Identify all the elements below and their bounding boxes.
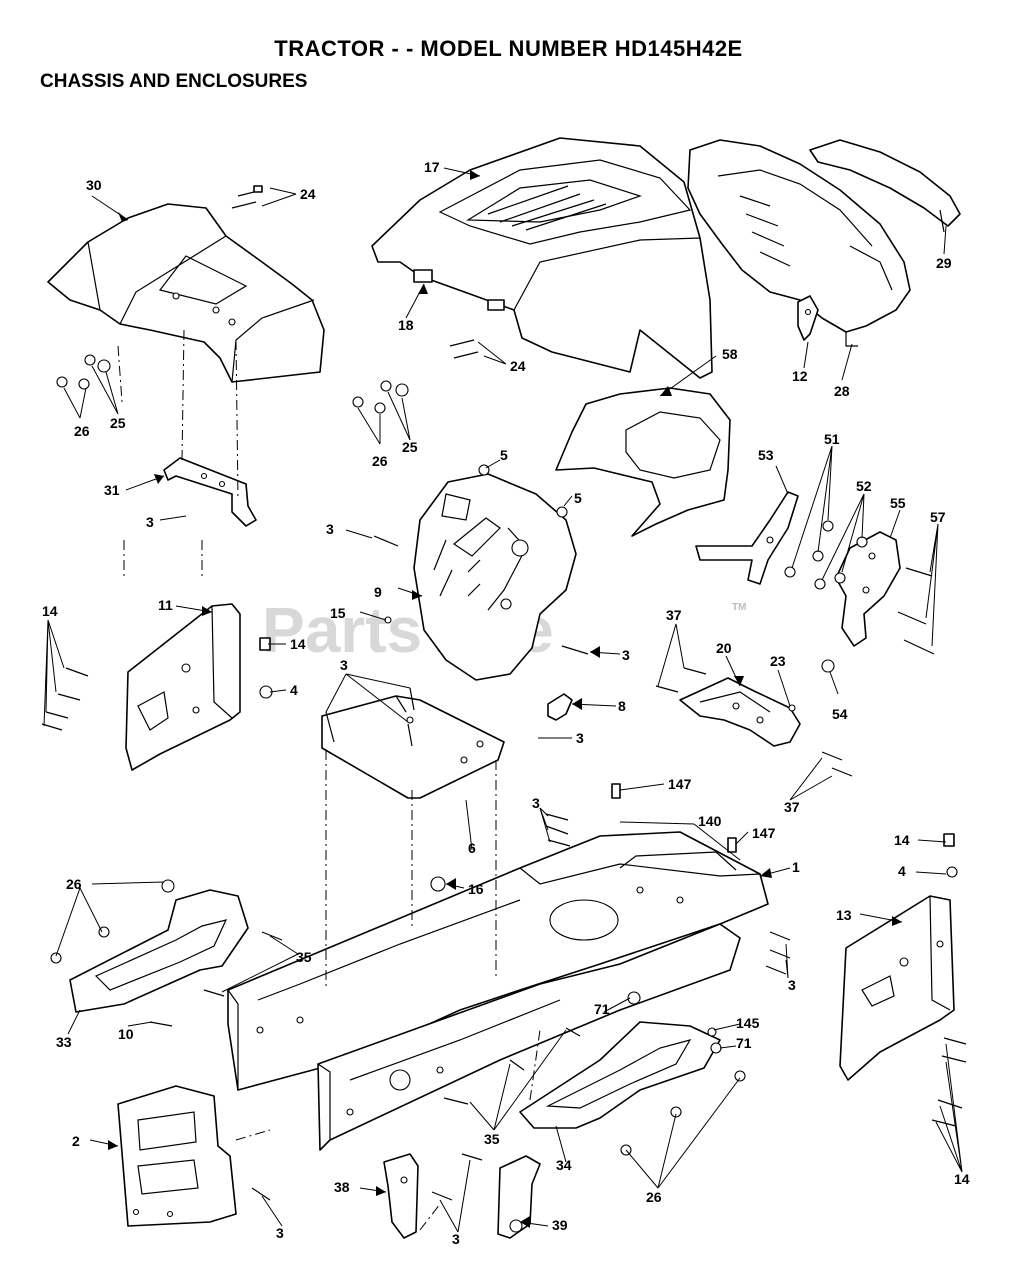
callout-14: 14 <box>954 1171 970 1187</box>
callout-26: 26 <box>66 876 82 892</box>
callout-12: 12 <box>792 368 808 384</box>
callout-3: 3 <box>326 521 334 537</box>
part-28-grille-nose[interactable] <box>687 139 911 347</box>
arrowheads <box>108 170 902 1228</box>
callout-24: 24 <box>300 186 316 202</box>
callout-labels: 30 17 24 18 24 26 25 26 25 12 28 29 58 5… <box>42 159 970 1247</box>
part-9-dash-console[interactable] <box>413 473 577 681</box>
callout-3: 3 <box>276 1225 284 1241</box>
callout-38: 38 <box>334 1179 350 1195</box>
callout-14: 14 <box>42 603 58 619</box>
callout-3: 3 <box>532 795 540 811</box>
part-55-bracket[interactable] <box>835 531 901 647</box>
part-33-left-footrest[interactable] <box>69 889 249 1013</box>
callout-3: 3 <box>452 1231 460 1247</box>
callout-23: 23 <box>770 653 786 669</box>
part-6-floor-plate[interactable] <box>321 695 505 799</box>
part-53-bracket[interactable] <box>695 491 799 585</box>
callout-1: 1 <box>792 859 800 875</box>
part-39-bracket[interactable] <box>497 1155 541 1239</box>
callout-26: 26 <box>372 453 388 469</box>
callout-11: 11 <box>158 597 173 613</box>
part-29-lens[interactable] <box>809 139 961 233</box>
callout-4: 4 <box>898 863 906 879</box>
part-13-right-side-panel[interactable] <box>839 895 955 1081</box>
callout-140: 140 <box>698 813 722 829</box>
callout-18: 18 <box>398 317 414 333</box>
part-20-bracket[interactable] <box>679 677 801 747</box>
callout-71: 71 <box>594 1001 610 1017</box>
callout-5: 5 <box>574 490 582 506</box>
callout-147: 147 <box>668 776 692 792</box>
section-subtitle: CHASSIS AND ENCLOSURES <box>40 71 308 92</box>
part-34-right-footrest[interactable] <box>519 1021 721 1129</box>
fastener-group <box>41 185 967 1201</box>
callout-16: 16 <box>468 881 484 897</box>
callout-58: 58 <box>722 346 738 362</box>
callout-71: 71 <box>736 1035 752 1051</box>
part-11-left-side-panel[interactable] <box>125 603 241 771</box>
part-2-front-plate[interactable] <box>117 1085 237 1227</box>
callout-37: 37 <box>784 799 800 815</box>
part-31-bracket[interactable] <box>163 457 257 527</box>
part-12-clip[interactable] <box>797 295 819 341</box>
callout-3: 3 <box>146 514 154 530</box>
callout-51: 51 <box>824 431 840 447</box>
callout-26: 26 <box>646 1189 662 1205</box>
callout-3: 3 <box>340 657 348 673</box>
callout-57: 57 <box>930 509 946 525</box>
callout-10: 10 <box>118 1026 134 1042</box>
watermark-tm: TM <box>732 602 746 613</box>
callout-15: 15 <box>330 605 346 621</box>
callout-53: 53 <box>758 447 774 463</box>
part-17-hood[interactable] <box>371 137 713 379</box>
callout-5: 5 <box>500 447 508 463</box>
callout-17: 17 <box>424 159 440 175</box>
part-1-main-frame[interactable] <box>227 831 769 1151</box>
callout-39: 39 <box>552 1217 568 1233</box>
callout-3: 3 <box>788 977 796 993</box>
callout-20: 20 <box>716 640 732 656</box>
callout-34: 34 <box>556 1157 572 1173</box>
callout-2: 2 <box>72 1133 80 1149</box>
callout-8: 8 <box>618 698 626 714</box>
callout-6: 6 <box>468 840 476 856</box>
callout-9: 9 <box>374 584 382 600</box>
callout-14: 14 <box>894 832 910 848</box>
callout-30: 30 <box>86 177 102 193</box>
part-30-rear-fender[interactable] <box>47 203 325 383</box>
callout-55: 55 <box>890 495 906 511</box>
leader-lines <box>43 167 963 1233</box>
callout-35: 35 <box>484 1131 500 1147</box>
callout-28: 28 <box>834 383 850 399</box>
callout-147: 147 <box>752 825 776 841</box>
callout-25: 25 <box>402 439 418 455</box>
callout-52: 52 <box>856 478 872 494</box>
alignment-lines <box>117 329 541 1231</box>
callout-37: 37 <box>666 607 682 623</box>
part-58-dash-shroud[interactable] <box>555 387 731 537</box>
callout-13: 13 <box>836 907 852 923</box>
part-38-bracket[interactable] <box>383 1153 419 1239</box>
callout-145: 145 <box>736 1015 760 1031</box>
callout-29: 29 <box>936 255 952 271</box>
callout-3: 3 <box>576 730 584 746</box>
callout-4: 4 <box>290 682 298 698</box>
callout-35: 35 <box>296 949 312 965</box>
callout-3: 3 <box>622 647 630 663</box>
callout-25: 25 <box>110 415 126 431</box>
callout-54: 54 <box>832 706 848 722</box>
callout-33: 33 <box>56 1034 72 1050</box>
callout-14: 14 <box>290 636 306 652</box>
part-8-clip[interactable] <box>547 693 573 721</box>
page-title: TRACTOR - - MODEL NUMBER HD145H42E <box>274 36 743 61</box>
callout-31: 31 <box>104 482 120 498</box>
callout-26: 26 <box>74 423 90 439</box>
callout-24: 24 <box>510 358 526 374</box>
